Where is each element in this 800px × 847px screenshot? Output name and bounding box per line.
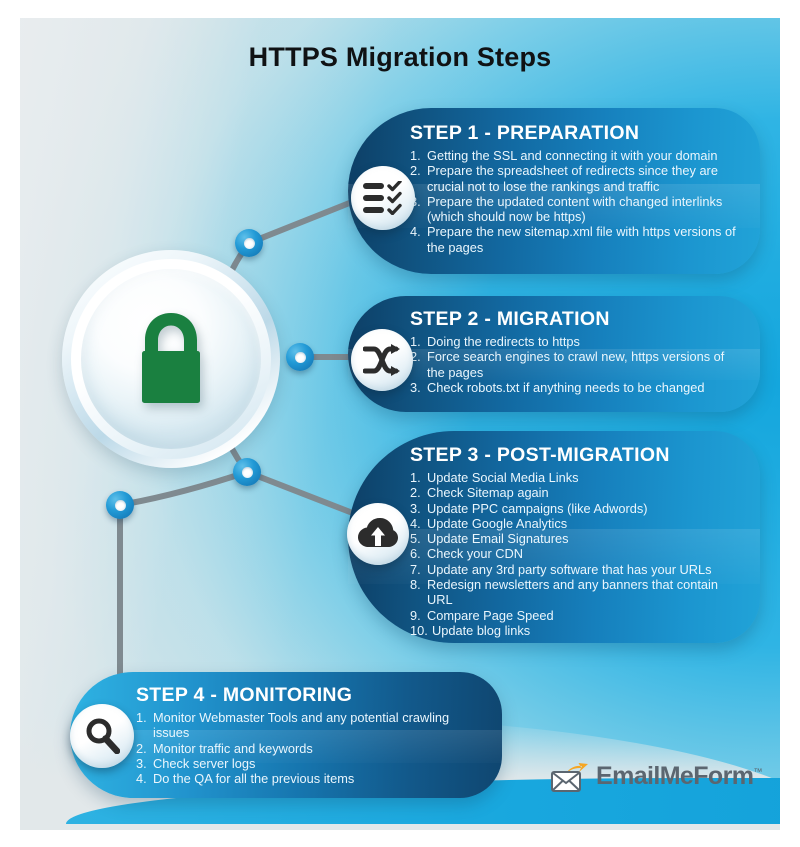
list-number: 7.	[410, 561, 421, 577]
list-item: 3. Check robots.txt if anything needs to …	[410, 380, 742, 395]
list-number: 10.	[410, 622, 428, 638]
connector-node-2	[286, 343, 314, 371]
step-1-heading: STEP 1 - PREPARATION	[410, 122, 640, 144]
list-text: Check server logs	[153, 755, 256, 771]
step-3-heading: STEP 3 - POST-MIGRATION	[410, 444, 670, 466]
list-text: Prepare the spreadsheet of redirects sin…	[427, 163, 718, 194]
list-number: 2.	[410, 163, 421, 179]
list-text: Force search engines to crawl new, https…	[427, 349, 725, 380]
list-number: 3.	[136, 755, 147, 771]
step-2-icon-badge	[351, 329, 413, 391]
padlock-icon	[142, 313, 200, 403]
list-text: Do the QA for all the previous items	[153, 771, 355, 787]
list-number: 4.	[410, 224, 421, 240]
list-text: Update Social Media Links	[427, 470, 579, 485]
list-item: 3. Prepare the updated content with chang…	[410, 194, 742, 225]
list-text: Monitor traffic and keywords	[153, 740, 313, 756]
list-number: 4.	[136, 771, 147, 787]
list-number: 3.	[410, 193, 421, 209]
list-item: 3. Update PPC campaigns (like Adwords)	[410, 501, 742, 516]
list-text: Getting the SSL and connecting it with y…	[427, 148, 718, 163]
list-number: 8.	[410, 577, 421, 593]
list-text: Monitor Webmaster Tools and any potentia…	[153, 710, 450, 741]
list-item: 6. Check your CDN	[410, 546, 742, 561]
step-2-heading: STEP 2 - MIGRATION	[410, 308, 610, 330]
connector-node-3	[233, 458, 261, 486]
list-text: Compare Page Speed	[427, 607, 554, 623]
list-number: 1.	[136, 710, 147, 725]
list-text: Redesign newsletters and any banners tha…	[427, 577, 718, 608]
list-item: 2. Force search engines to crawl new, htt…	[410, 349, 742, 380]
list-number: 4.	[410, 515, 421, 531]
list-text: Check robots.txt if anything needs to be…	[427, 379, 705, 395]
list-item: 1. Doing the redirects to https	[410, 334, 742, 349]
trademark-symbol: ™	[753, 766, 762, 777]
list-text: Prepare the updated content with changed…	[427, 193, 723, 225]
connector-node-1	[235, 229, 263, 257]
envelope-arrow-icon	[551, 763, 588, 792]
step-4-icon-badge	[70, 704, 134, 768]
step-1-icon-badge	[351, 166, 415, 230]
step-1-list: 1. Getting the SSL and connecting it with…	[410, 148, 742, 255]
list-item: 8. Redesign newsletters and any banners t…	[410, 577, 742, 608]
list-number: 1.	[410, 470, 421, 485]
brand-logo[interactable]: EmailMeForm™	[551, 760, 762, 792]
brand-name: EmailMeForm	[596, 761, 754, 790]
step-4-panel[interactable]: STEP 4 - MONITORING 1. Monitor Webmaster …	[70, 672, 502, 798]
step-3-list: 1. Update Social Media Links 2. Check Site…	[410, 470, 742, 638]
list-item: 2. Monitor traffic and keywords	[136, 741, 484, 756]
list-text: Update Email Signatures	[427, 531, 569, 547]
list-number: 6.	[410, 546, 421, 562]
list-item: 9. Compare Page Speed	[410, 608, 742, 623]
list-item: 1. Update Social Media Links	[410, 470, 742, 485]
list-item: 4. Do the QA for all the previous items	[136, 771, 484, 786]
https-lock-hub	[62, 250, 280, 468]
list-text: Update Google Analytics	[427, 515, 568, 531]
shuffle-arrows-icon	[363, 344, 400, 376]
page-title: HTTPS Migration Steps	[248, 42, 552, 72]
list-number: 1.	[410, 334, 421, 349]
list-number: 2.	[410, 349, 421, 365]
step-3-icon-badge	[347, 503, 409, 565]
hub-inner-disc	[81, 269, 261, 449]
list-item: 7. Update any 3rd party software that has…	[410, 562, 742, 577]
step-4-list: 1. Monitor Webmaster Tools and any potent…	[136, 710, 484, 786]
list-item: 2. Prepare the spreadsheet of redirects s…	[410, 163, 742, 194]
list-item: 1. Monitor Webmaster Tools and any potent…	[136, 710, 484, 741]
step-2-list: 1. Doing the redirects to https 2. Force s…	[410, 334, 742, 395]
list-number: 3.	[410, 379, 421, 395]
list-item: 5. Update Email Signatures	[410, 531, 742, 546]
list-item: 1. Getting the SSL and connecting it with…	[410, 148, 742, 163]
list-number: 2.	[136, 740, 147, 756]
list-number: 3.	[410, 500, 421, 516]
list-item: 2. Check Sitemap again	[410, 485, 742, 500]
step-3-panel[interactable]: STEP 3 - POST-MIGRATION 1. Update Social …	[348, 431, 760, 643]
list-item: 10.Update blog links	[410, 623, 742, 638]
list-item: 4. Prepare the new sitemap.xml file with …	[410, 224, 742, 255]
magnifier-icon	[86, 718, 120, 754]
list-text: Check Sitemap again	[427, 485, 549, 501]
cloud-upload-icon	[358, 518, 398, 547]
brand-logo-text: EmailMeForm™	[596, 762, 762, 791]
list-text: Check your CDN	[427, 546, 524, 562]
connector-node-4	[106, 491, 134, 519]
checklist-icon	[363, 181, 402, 215]
list-text: Doing the redirects to https	[427, 334, 580, 349]
list-number: 5.	[410, 531, 421, 547]
list-text: Update blog links	[432, 622, 531, 638]
list-text: Prepare the new sitemap.xml file with ht…	[427, 224, 736, 255]
list-number: 9.	[410, 607, 421, 623]
list-text: Update any 3rd party software that has y…	[427, 561, 712, 577]
list-item: 4. Update Google Analytics	[410, 516, 742, 531]
list-number: 2.	[410, 485, 421, 501]
list-text: Update PPC campaigns (like Adwords)	[427, 500, 648, 516]
step-4-heading: STEP 4 - MONITORING	[136, 684, 353, 706]
list-number: 1.	[410, 148, 421, 163]
list-item: 3. Check server logs	[136, 756, 484, 771]
